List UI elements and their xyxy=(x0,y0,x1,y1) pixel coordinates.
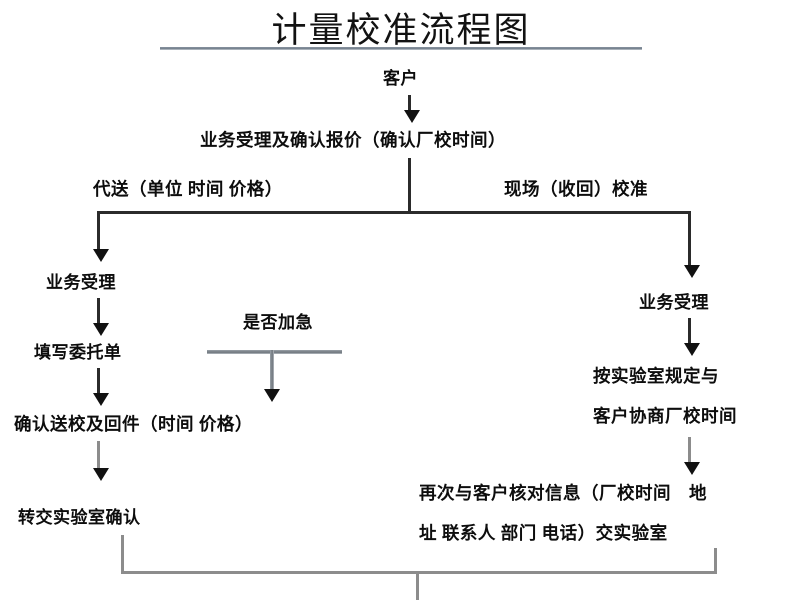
node-decision-urgent: 是否加急 xyxy=(243,313,313,332)
connector-right-drop xyxy=(688,211,691,266)
node-right-step-2-line1: 按实验室规定与 xyxy=(593,366,719,386)
connector-bottom-center-drop xyxy=(416,571,419,600)
arrowhead-left-1-2 xyxy=(93,323,109,336)
connector-left-drop xyxy=(97,211,100,250)
node-intake-and-quote: 业务受理及确认报价（确认厂校时间） xyxy=(200,130,506,150)
connector-customer-to-intake xyxy=(408,95,411,111)
arrowhead-right-1-2 xyxy=(684,343,700,356)
arrowhead-left-drop xyxy=(93,249,109,262)
arrowhead-left-3-4 xyxy=(93,468,109,481)
arrowhead-right-drop xyxy=(684,265,700,278)
node-branch-right-label: 现场（收回）校准 xyxy=(504,179,648,199)
connector-intake-to-split xyxy=(408,158,411,212)
node-left-step-3: 确认送校及回件（时间 价格） xyxy=(14,414,253,434)
connector-bottom-merge xyxy=(121,571,717,574)
title-divider xyxy=(160,47,642,50)
connector-split-horizontal xyxy=(97,211,691,214)
node-right-step-3-line1: 再次与客户核对信息（厂校时间 地 xyxy=(419,483,707,503)
connector-bottom-right-drop xyxy=(714,548,717,573)
node-customer: 客户 xyxy=(383,69,418,88)
connector-left-1-2 xyxy=(97,298,100,324)
connector-urgent-bar xyxy=(207,350,342,354)
node-right-step-2-line2: 客户协商厂校时间 xyxy=(593,406,737,426)
arrowhead-left-2-3 xyxy=(93,393,109,406)
arrowhead-right-2-3 xyxy=(684,462,700,475)
connector-left-2-3 xyxy=(97,368,100,394)
node-right-step-3-line2: 址 联系人 部门 电话）交实验室 xyxy=(419,523,668,543)
node-left-step-1: 业务受理 xyxy=(46,273,116,292)
arrowhead-urgent xyxy=(264,389,280,402)
node-left-step-2: 填写委托单 xyxy=(34,343,122,362)
connector-left-3-4 xyxy=(97,441,100,469)
connector-right-2-3 xyxy=(688,437,691,463)
connector-right-1-2 xyxy=(688,318,691,344)
connector-bottom-left-drop xyxy=(121,535,124,573)
connector-urgent-stem xyxy=(270,350,274,390)
node-left-step-4: 转交实验室确认 xyxy=(18,508,141,527)
node-right-step-1: 业务受理 xyxy=(639,293,709,312)
arrowhead-customer-to-intake xyxy=(404,110,420,123)
page-title: 计量校准流程图 xyxy=(271,11,531,50)
node-branch-left-label: 代送（单位 时间 价格） xyxy=(93,179,283,199)
